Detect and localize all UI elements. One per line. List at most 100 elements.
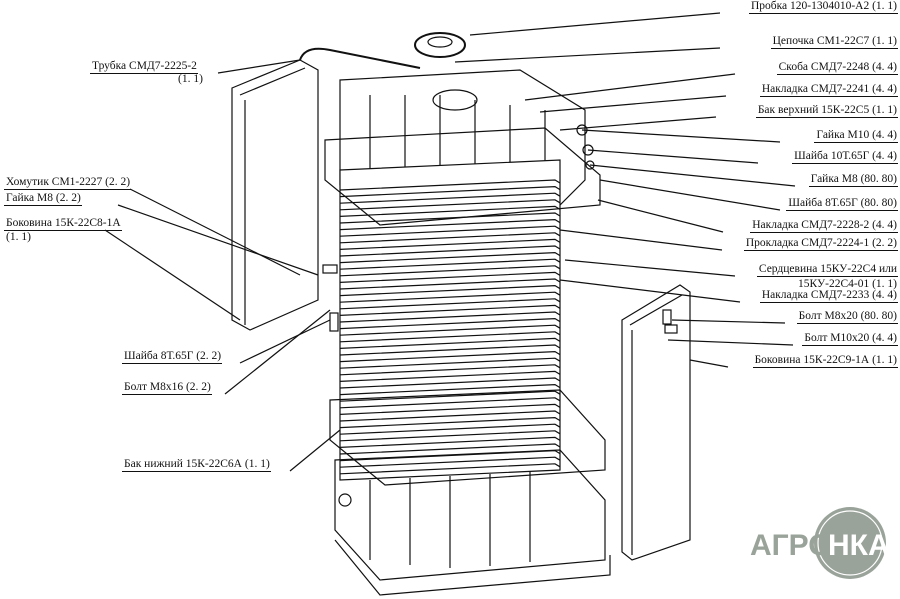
core-fin [339,416,561,429]
radiator-cap [414,32,466,58]
label-left-side-panel: Боковина 15К-22С8-1А [4,217,122,231]
core-fin [339,364,561,376]
core-fin [339,443,561,455]
label-bolt-m10x20: Болт М10х20 (4. 4) [802,332,898,346]
label-tube: Трубка СМД7-2225-2 [90,60,198,74]
label-nut-m8: Гайка М8 (80. 80) [808,173,898,187]
core-fin [339,331,561,343]
label-tube-qty: (1. 1) [178,73,203,85]
label-bolt-m8x20: Болт М8х20 (80. 80) [796,310,898,324]
label-clamp: Хомутик СМ1-2227 (2. 2) [4,176,132,190]
core-fin [339,430,561,442]
core-fins [339,179,561,475]
core-fin [339,311,561,323]
leader-line [289,429,341,472]
top-gasket [324,127,601,226]
leader-line [224,309,331,395]
label-cover-plate-2241: Накладка СМД7-2241 (4. 4) [759,83,898,97]
core-fin [339,218,561,231]
right-side-panel [621,284,691,561]
core-fin [339,265,561,277]
core-fin [339,199,561,211]
core-fin [339,232,561,244]
leader-line [599,179,781,211]
label-lower-tank: Бак нижний 15К-22С6А (1. 1) [122,458,271,472]
core-fin [339,278,561,290]
core-fin [339,179,561,191]
core-fin [339,284,561,297]
label-plug: Пробка 120-1304010-А2 (1. 1) [748,0,898,14]
label-washer-8t-left: Шайба 8Т.65Г (2. 2) [122,350,223,364]
core-fin [339,238,561,250]
leader-line [689,359,729,368]
core-fin [339,423,561,435]
label-nut-m8-left: Гайка М8 (2. 2) [4,192,82,206]
core-fin [339,337,561,349]
core-fin [339,251,561,264]
core-fin [339,298,561,310]
core-fin [339,370,561,382]
label-right-side-panel: Боковина 15К-22С9-1А (1. 1) [752,354,898,368]
bottom-tank [334,449,606,581]
label-gasket: Прокладка СМД7-2224-1 (2. 2) [743,237,898,251]
svg-text:НКА: НКА [828,529,890,562]
core-fin [339,463,561,475]
core-fin [339,192,561,204]
leader-lines [104,12,796,472]
tube [299,47,421,69]
core-fin [339,397,561,409]
radiator-parts [231,32,691,596]
core-fin [339,212,561,224]
leader-line [589,164,796,187]
core-fin [339,390,561,402]
leader-line [469,12,721,36]
label-upper-tank: Бак верхний 15К-22С5 (1. 1) [755,104,898,118]
bolts [322,124,678,507]
leader-line [667,339,794,346]
leader-line [597,199,724,233]
core-fin [339,357,561,369]
leader-line [117,204,319,276]
leader-line [524,73,736,101]
filler-neck [432,89,478,111]
core-fin [339,245,561,257]
core-fin [339,271,561,283]
label-bolt-m8x16: Болт М8х16 (2. 2) [122,381,212,395]
leader-line [587,149,759,164]
core-fin [339,383,561,396]
agronka-logo: АГРО НКА [750,507,890,579]
leader-line [581,129,781,143]
leader-line [217,59,301,74]
leader-line [129,188,301,276]
label-cover-plate-2233: Накладка СМД7-2233 (4. 4) [759,289,898,303]
core-fin [339,403,561,415]
leader-line [239,319,331,364]
core-fin [339,410,561,422]
core-fin [339,456,561,468]
leader-line [671,319,786,324]
label-core: Сердцевина 15КУ-22С4 или [756,263,898,277]
core-fin [339,436,561,448]
core-fin [339,317,561,330]
core-fin [339,324,561,336]
leader-line [539,95,727,113]
core-fin [339,304,561,316]
label-nut-m10: Гайка М10 (4. 4) [814,129,898,143]
left-side-panel [231,59,319,331]
core-fin [339,344,561,356]
label-bracket: Скоба СМД7-2248 (4. 4) [776,61,898,75]
leader-line [454,47,721,63]
leader-line [104,229,241,321]
leader-line [564,259,736,277]
label-washer-10t: Шайба 10Т.65Г (4. 4) [792,150,898,164]
label-left-side-panel-qty: (1. 1) [6,231,31,243]
core-fin [339,350,561,363]
core-fin [339,377,561,389]
leader-line [559,229,723,251]
leader-line [559,279,741,303]
bottom-gasket [329,389,606,486]
core-fin [339,291,561,303]
label-cover-plate-2228: Накладка СМД7-2228-2 (4. 4) [750,219,898,233]
core-fin [339,225,561,237]
